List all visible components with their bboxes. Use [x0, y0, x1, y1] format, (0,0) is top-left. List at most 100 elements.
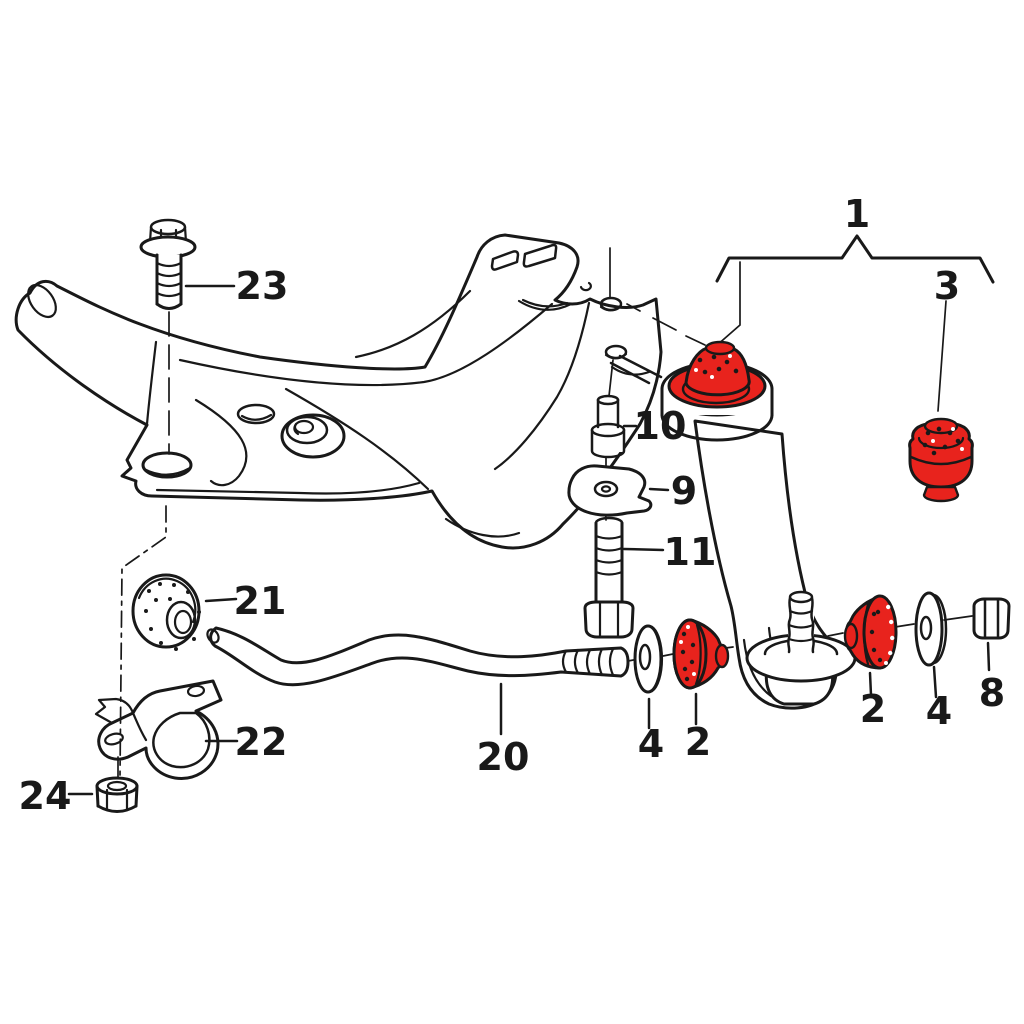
- nut-top-hole: [106, 780, 128, 792]
- thread-ribs: [155, 261, 183, 298]
- callout-leader-lines: [67, 284, 991, 796]
- bolt-11: [583, 516, 635, 639]
- callout-3: 3: [934, 264, 960, 308]
- washer-hole: [919, 615, 933, 641]
- plate-hole: [593, 480, 619, 498]
- head-slot-2: [522, 243, 558, 268]
- boss-hook: [293, 422, 300, 436]
- nut-body: [972, 597, 1011, 640]
- callout-9: 9: [671, 469, 697, 513]
- nut-top: [95, 776, 139, 796]
- callout-20: 20: [477, 735, 530, 779]
- tip: [714, 643, 730, 669]
- head-crescent-slot: [517, 298, 573, 311]
- nut-24: [95, 756, 139, 813]
- lower-sides: [590, 428, 626, 459]
- hole-outer: [165, 600, 197, 640]
- subframe-boss: [280, 413, 346, 459]
- washer-hole: [638, 643, 652, 671]
- hex-facets: [598, 600, 620, 639]
- cone-cap: [704, 340, 736, 356]
- bottom-flange: [922, 485, 960, 503]
- control-arm: [693, 419, 857, 710]
- subframe-head-bracket: [490, 243, 592, 311]
- top-cap: [923, 417, 959, 435]
- nut-facets: [983, 597, 1000, 640]
- retainer-plate-9: [567, 464, 653, 517]
- callout-1-bracket: [715, 234, 995, 412]
- housing-bottom: [660, 413, 774, 442]
- shank-tip: [155, 302, 183, 310]
- big-face: [862, 594, 898, 670]
- bushing-3-red: [908, 417, 974, 503]
- anti-roll-bar-20: [206, 626, 630, 687]
- face-line: [863, 602, 870, 666]
- tab-hole: [186, 684, 206, 698]
- nut-facets: [105, 788, 129, 811]
- mount-hole-upper-rim: [599, 304, 623, 312]
- big-face: [672, 618, 708, 690]
- callout-labels: 23 1 3 10 9 11 20 21 22 24 4 2 2 4 8: [19, 192, 1006, 818]
- hex-head: [583, 600, 635, 639]
- fold-lines: [94, 697, 148, 742]
- subframe-detail-curves: [145, 289, 591, 538]
- callout-4-left: 4: [638, 722, 664, 766]
- tube-mouth-inner: [27, 283, 57, 319]
- speckles-white: [931, 427, 964, 451]
- subframe-mount-hole-left: [141, 451, 193, 479]
- callout-11: 11: [664, 530, 717, 574]
- leader-to-bushing-1: [715, 261, 741, 347]
- hex-facets: [148, 225, 188, 247]
- hole-oval: [236, 403, 276, 425]
- washer-4-right: [914, 591, 948, 667]
- face-line: [694, 623, 702, 686]
- shank-cap: [594, 516, 624, 525]
- callout-24: 24: [19, 774, 72, 818]
- plate-crescent: [610, 365, 651, 376]
- leader-to-part-3: [937, 300, 947, 412]
- axis-dashes-to-bushing: [626, 303, 706, 346]
- callout-1: 1: [844, 192, 870, 236]
- stud-lines: [609, 354, 663, 385]
- mid-line: [909, 455, 973, 466]
- head-slot-1: [490, 250, 520, 271]
- callout-4-right: 4: [926, 689, 952, 733]
- clamp-22: [94, 679, 223, 780]
- washer-4-left: [633, 624, 664, 694]
- flange-hole: [104, 732, 124, 746]
- speckles-white: [884, 604, 895, 665]
- speckles-black: [922, 426, 961, 456]
- stud-cap: [788, 590, 814, 604]
- nut-8: [972, 597, 1011, 640]
- housing-sides: [660, 387, 774, 417]
- shank-fill: [157, 255, 181, 305]
- bar-silhouette: [209, 626, 630, 687]
- tip: [843, 622, 859, 650]
- upper-arc: [917, 436, 965, 450]
- bracket-line: [715, 234, 995, 284]
- hole-inner: [173, 609, 193, 635]
- callout-2-left: 2: [685, 720, 711, 764]
- inner-arc: [137, 577, 197, 624]
- speckles-black: [697, 354, 739, 375]
- callout-10: 10: [634, 404, 687, 448]
- bushing-2-left-red: [672, 618, 730, 690]
- speckles-white: [694, 354, 732, 379]
- callout-23: 23: [236, 264, 289, 308]
- thread-ribs: [561, 647, 615, 677]
- left-axis-dashdot: [119, 505, 167, 776]
- thread-ribs: [594, 534, 624, 576]
- subframe-crossmember: [14, 233, 706, 550]
- washer-rim: [931, 593, 948, 665]
- washer-rim: [650, 625, 664, 693]
- washer-outer: [914, 591, 944, 667]
- callout-21: 21: [234, 579, 287, 623]
- subframe-outline: [14, 233, 663, 550]
- stud-ribs: [787, 609, 815, 643]
- speckles-black: [869, 609, 883, 663]
- bar-tip: [206, 628, 220, 644]
- clamp-u-opening: [152, 711, 211, 769]
- upper-sides: [596, 398, 620, 429]
- spacer-fill: [592, 400, 624, 452]
